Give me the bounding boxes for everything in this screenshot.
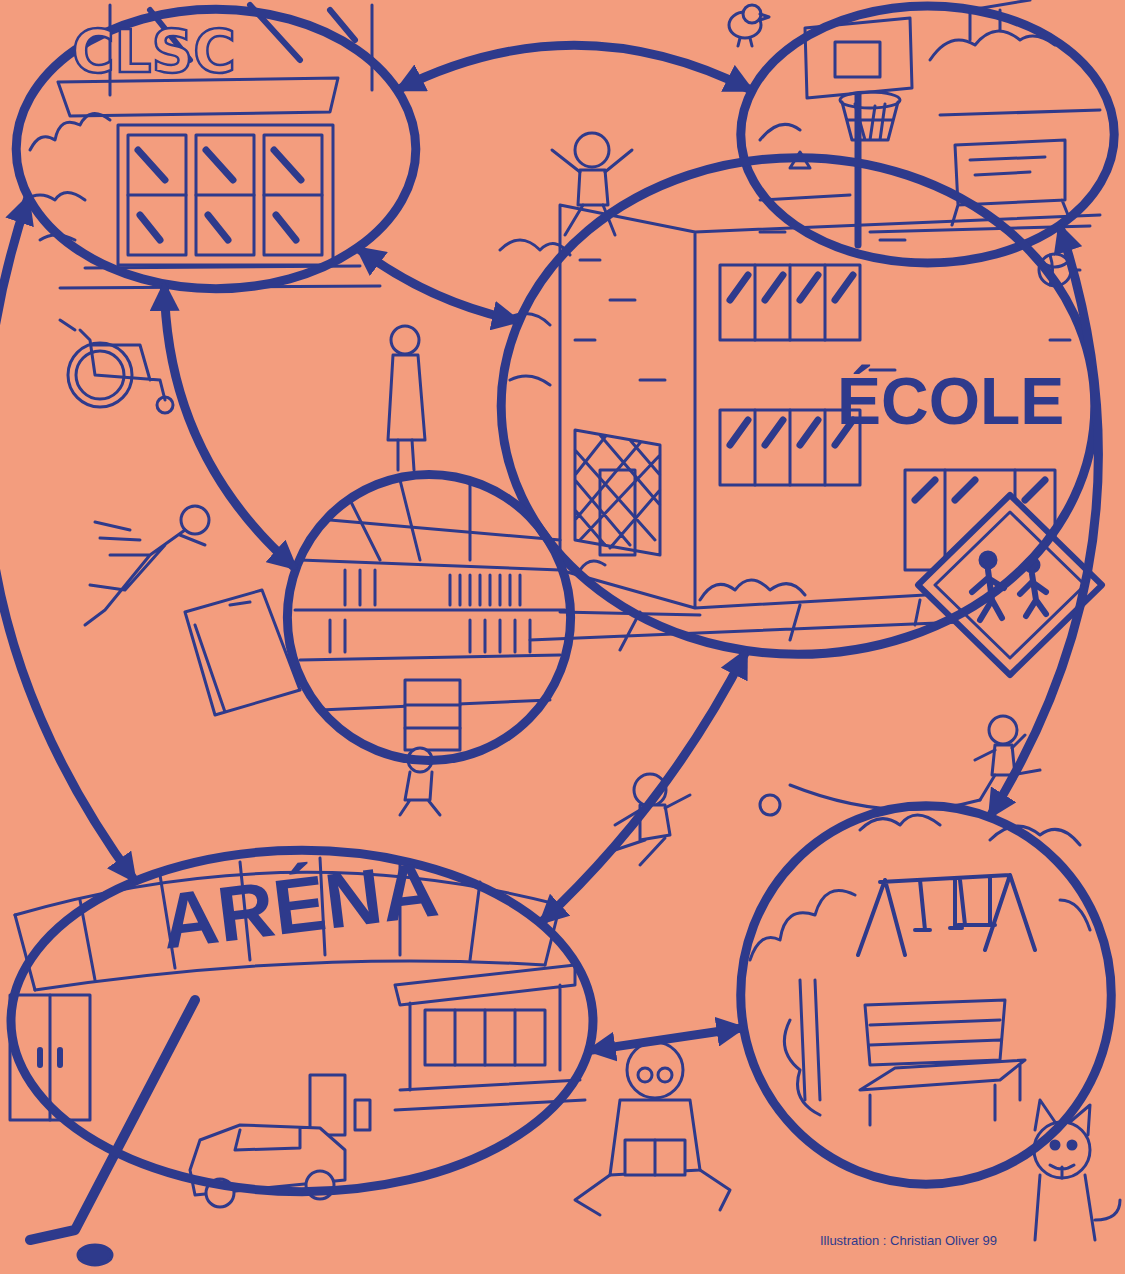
circle-outline-shape: [11, 850, 593, 1191]
double-arrow: [989, 225, 1098, 817]
double-arrow: [589, 1028, 744, 1051]
circle-node: [283, 470, 575, 765]
circle-node: [735, 800, 1117, 1190]
circle-outline: [735, 800, 1117, 1190]
circle-outline-shape: [501, 158, 1095, 655]
circle-outline: [735, 2, 1120, 267]
circle-outline-shape: [287, 474, 570, 760]
double-arrow: [397, 45, 752, 90]
standing-woman: [388, 326, 425, 470]
circle-outline-shape: [16, 9, 416, 288]
hockey-stick: [30, 1000, 195, 1265]
reading-girl: [575, 1042, 730, 1215]
circle-outline-shape: [741, 806, 1112, 1184]
place-name: ARÉNA: [157, 849, 442, 960]
circle-node: CLSC: [10, 5, 422, 293]
jumping-kid: [552, 133, 632, 235]
circle-outline-shape: [741, 6, 1114, 263]
sliding-kid: [615, 774, 780, 865]
credit-note: Illustration : Christian Oliver 99: [820, 1234, 997, 1248]
double-arrow: [540, 651, 746, 924]
cat: [1034, 1100, 1120, 1240]
circle-node: ÉCOLE: [492, 150, 1104, 662]
running-person: [85, 506, 209, 625]
circle-outline: [283, 470, 575, 765]
book: [185, 590, 300, 715]
place-name: CLSC: [72, 23, 236, 81]
kicking-kid: [790, 716, 1040, 810]
double-arrow: [164, 284, 296, 569]
bird: [729, 5, 769, 46]
place-name: ÉCOLE: [837, 368, 1064, 434]
circle-node: ARÉNA: [2, 845, 602, 1197]
double-arrow: [0, 197, 135, 881]
circle-node: [735, 2, 1120, 267]
wheelchair: [60, 320, 173, 413]
person-carrying-boxes: [400, 680, 460, 815]
double-arrow: [357, 248, 519, 321]
